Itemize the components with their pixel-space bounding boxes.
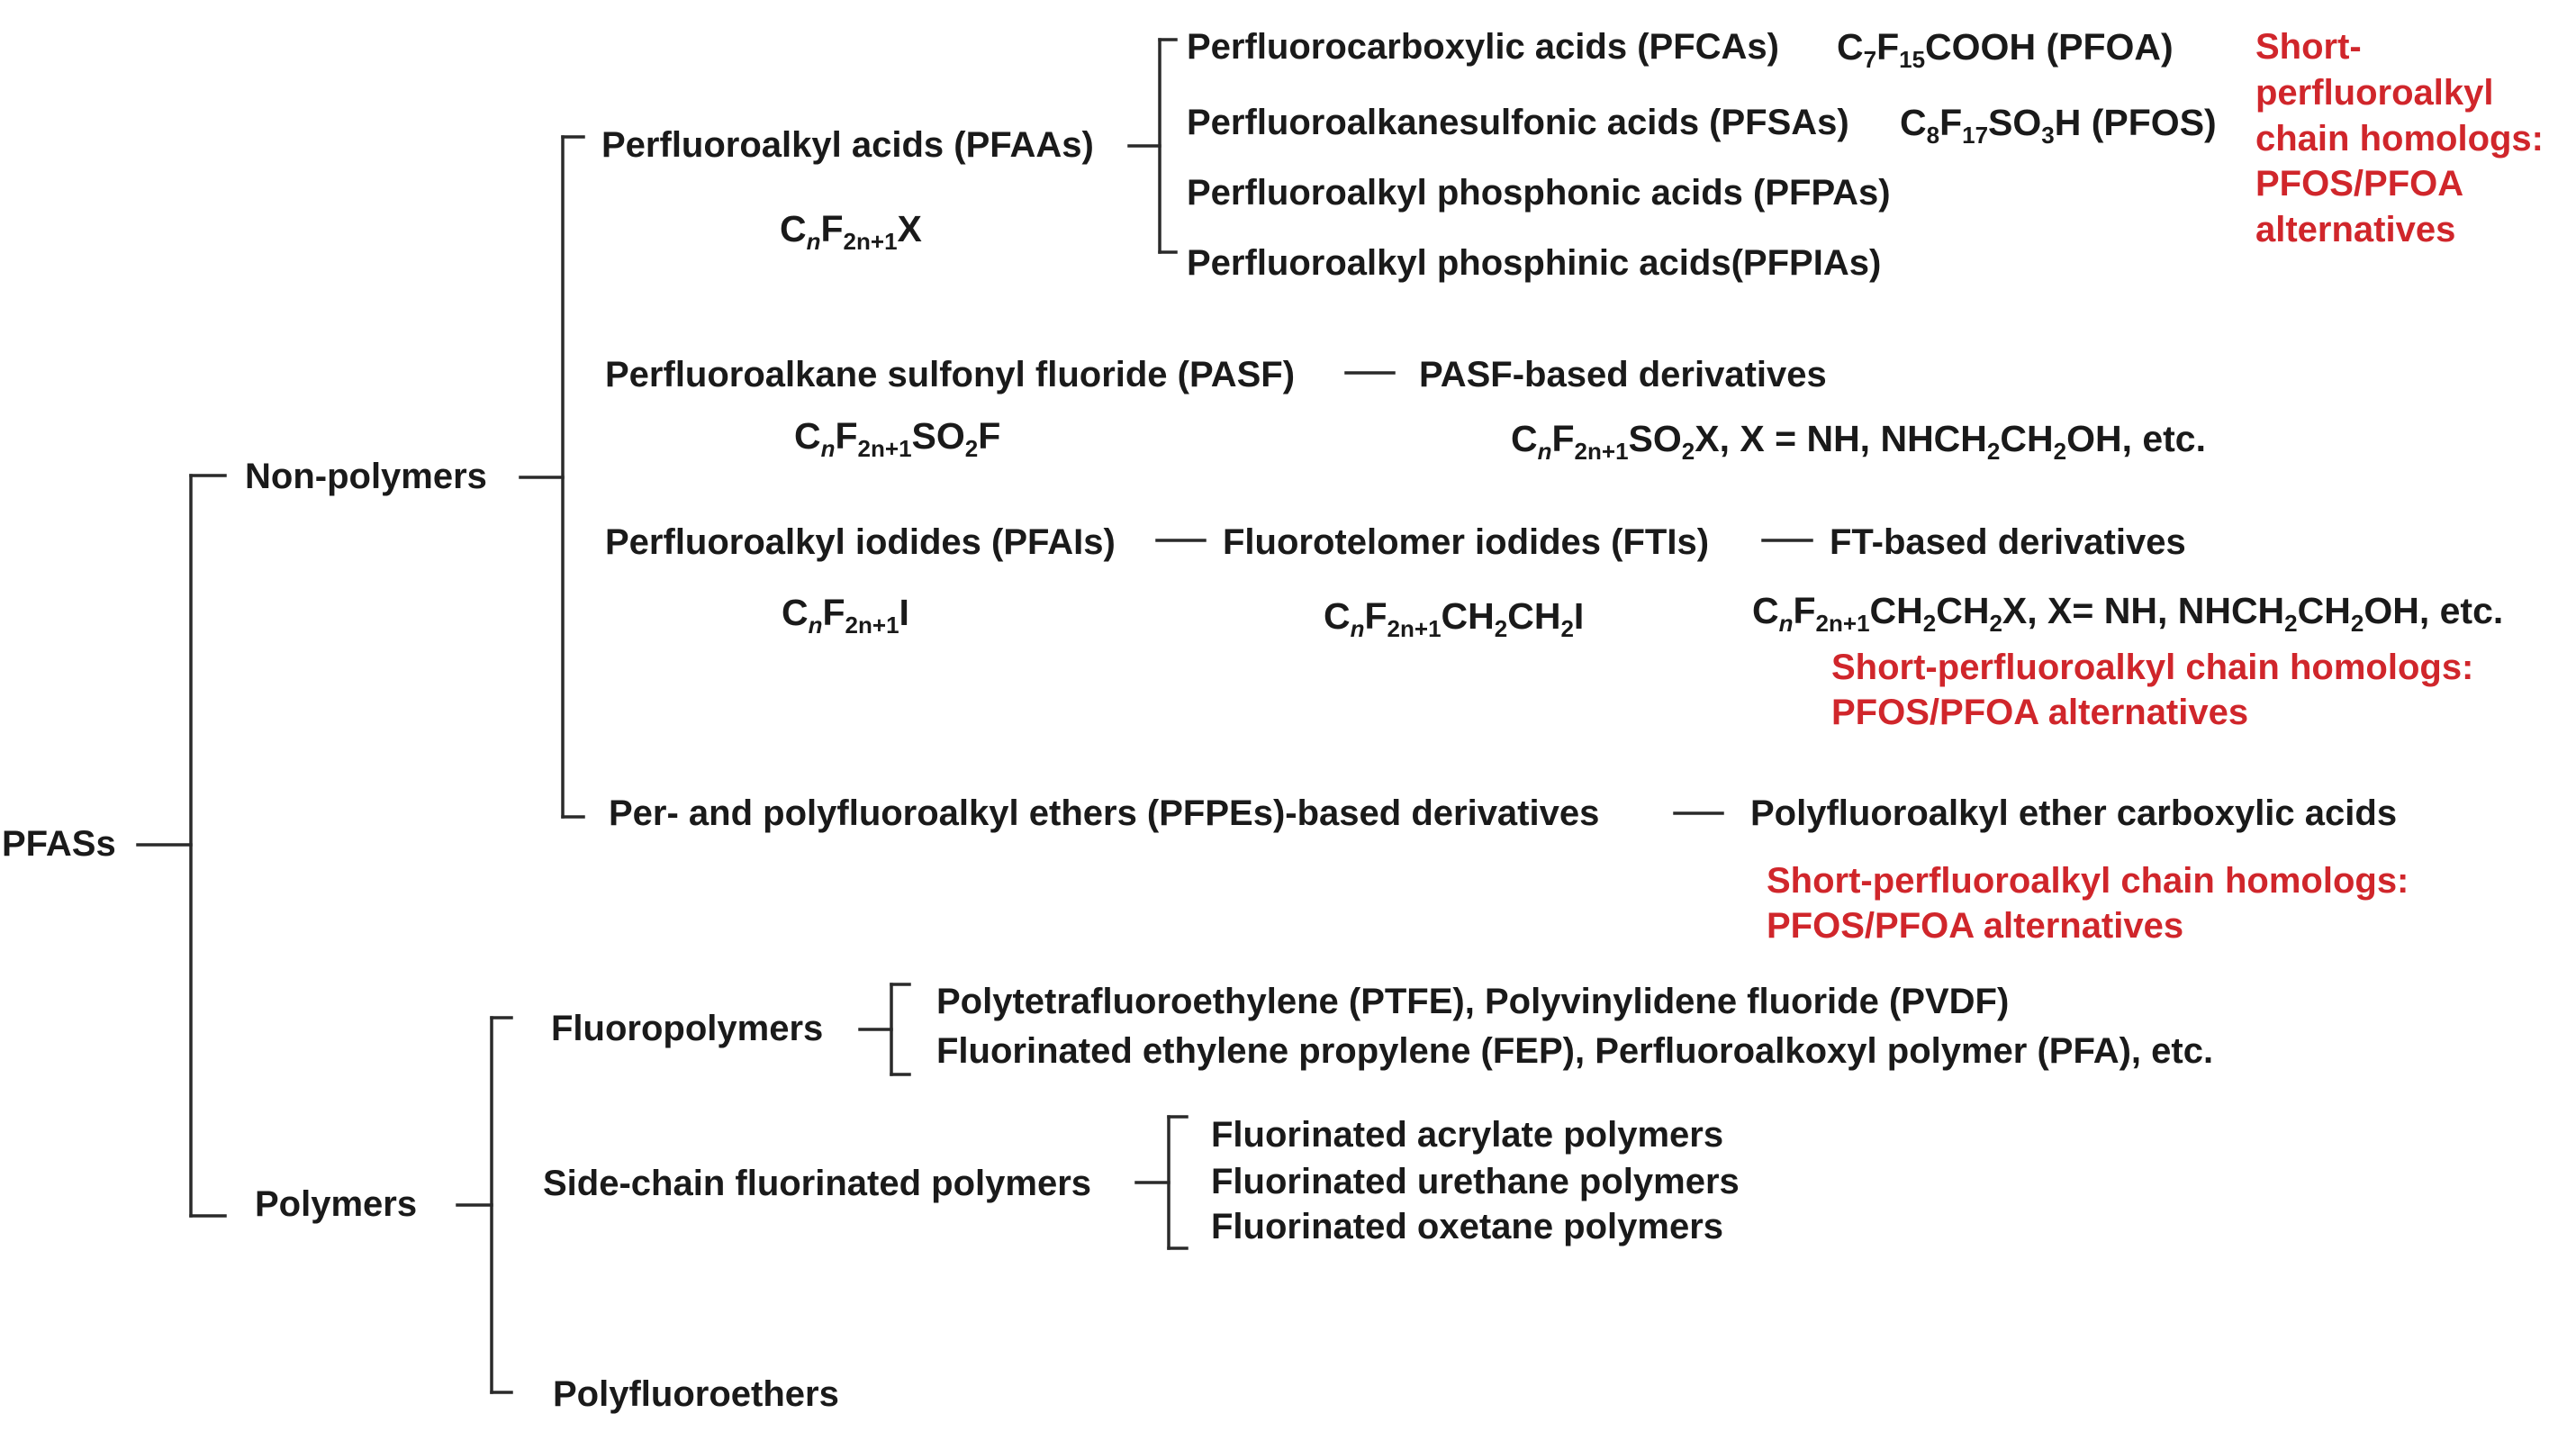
pfpe-note-line-1: Short-perfluoroalkyl chain homologs: — [1767, 861, 2409, 901]
pfpe-label: Per- and polyfluoroalkyl ethers (PFPEs)-… — [609, 793, 1600, 833]
side-chain-item-3: Fluorinated oxetane polymers — [1211, 1207, 1724, 1246]
pfpias-label: Perfluoroalkyl phosphinic acids(PFPIAs) — [1187, 243, 1882, 283]
pasf-label: Perfluoroalkane sulfonyl fluoride (PASF) — [605, 355, 1296, 394]
pasf-derivatives-formula: CnF2n+1SO2X, X = NH, NHCH2CH2OH, etc. — [1511, 418, 2206, 465]
pfaas-note-line-2: perfluoroalkyl — [2255, 73, 2494, 113]
fluoropolymers-item-1: Polytetrafluoroethylene (PTFE), Polyviny… — [936, 982, 2010, 1021]
pfai-formula: CnF2n+1I — [782, 592, 909, 639]
ft-derivatives-label: FT-based derivatives — [1830, 522, 2186, 562]
polyfluoroethers-label: Polyfluoroethers — [553, 1374, 839, 1414]
pfos-formula: C8F17SO3H (PFOS) — [1900, 102, 2217, 149]
pfaas-note-line-1: Short- — [2255, 27, 2362, 67]
pfpas-label: Perfluoroalkyl phosphonic acids (PFPAs) — [1187, 173, 1891, 213]
pfai-note-line-2: PFOS/PFOA alternatives — [1831, 693, 2249, 732]
pfai-label: Perfluoroalkyl iodides (PFAIs) — [605, 522, 1116, 562]
non-polymers-label: Non-polymers — [245, 457, 487, 496]
ft-derivatives-formula: CnF2n+1CH2CH2X, X= NH, NHCH2CH2OH, etc. — [1752, 590, 2504, 637]
polymers-label: Polymers — [255, 1184, 418, 1224]
pfaas-note-line-5: alternatives — [2255, 210, 2456, 249]
side-chain-item-2: Fluorinated urethane polymers — [1211, 1162, 1740, 1201]
pfcas-label: Perfluorocarboxylic acids (PFCAs) — [1187, 27, 1779, 67]
side-chain-item-1: Fluorinated acrylate polymers — [1211, 1115, 1724, 1155]
pfsas-label: Perfluoroalkanesulfonic acids (PFSAs) — [1187, 103, 1849, 142]
pfaas-label: Perfluoroalkyl acids (PFAAs) — [601, 125, 1094, 165]
pasf-derivatives-label: PASF-based derivatives — [1419, 355, 1827, 394]
pfaas-formula: CnF2n+1X — [780, 208, 922, 255]
fti-label: Fluorotelomer iodides (FTIs) — [1223, 522, 1710, 562]
fluoropolymers-label: Fluoropolymers — [551, 1009, 824, 1048]
pfpe-derivative-label: Polyfluoroalkyl ether carboxylic acids — [1750, 793, 2398, 833]
pasf-formula: CnF2n+1SO2F — [794, 415, 1001, 462]
root-label: PFASs — [2, 824, 116, 864]
side-chain-label: Side-chain fluorinated polymers — [543, 1164, 1092, 1203]
pfpe-note-line-2: PFOS/PFOA alternatives — [1767, 906, 2184, 946]
fti-formula: CnF2n+1CH2CH2I — [1324, 595, 1585, 642]
fluoropolymers-item-2: Fluorinated ethylene propylene (FEP), Pe… — [936, 1031, 2214, 1071]
pfoa-formula: C7F15COOH (PFOA) — [1837, 26, 2174, 73]
pfai-note-line-1: Short-perfluoroalkyl chain homologs: — [1831, 648, 2474, 687]
pfaas-note-line-3: chain homologs: — [2255, 119, 2544, 159]
pfaas-note-line-4: PFOS/PFOA — [2255, 164, 2464, 204]
